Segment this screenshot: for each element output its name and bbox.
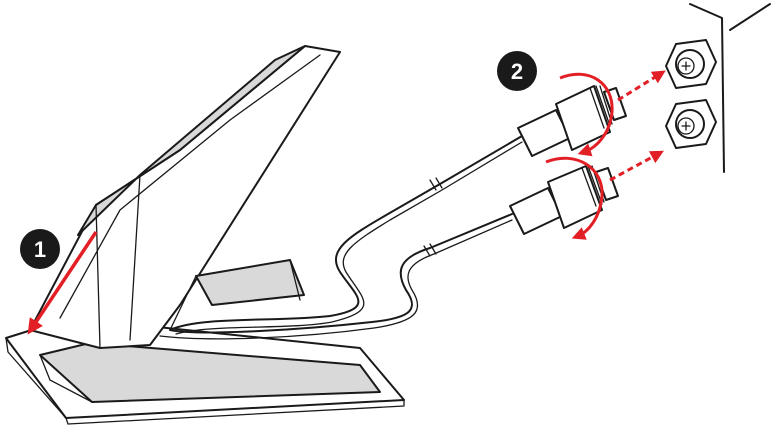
lower-jack [665, 99, 717, 149]
rotate-clockwise-arrow-upper-icon [559, 72, 614, 157]
step-1-badge: 1 [20, 229, 60, 269]
step-2-badge: 2 [497, 51, 537, 91]
step-1-number: 1 [34, 237, 46, 262]
rotate-clockwise-arrow-lower-icon [545, 156, 604, 240]
connect-lower-dashed-arrow-icon [609, 150, 664, 182]
antenna-stand [5, 45, 405, 425]
upper-jack [665, 39, 717, 89]
io-panel [665, 3, 771, 173]
upper-connector [517, 85, 627, 157]
step-2-number: 2 [511, 59, 523, 84]
antenna-cables [159, 135, 523, 340]
insert-down-arrow-icon [27, 231, 98, 335]
connect-upper-dashed-arrow-icon [617, 70, 666, 102]
